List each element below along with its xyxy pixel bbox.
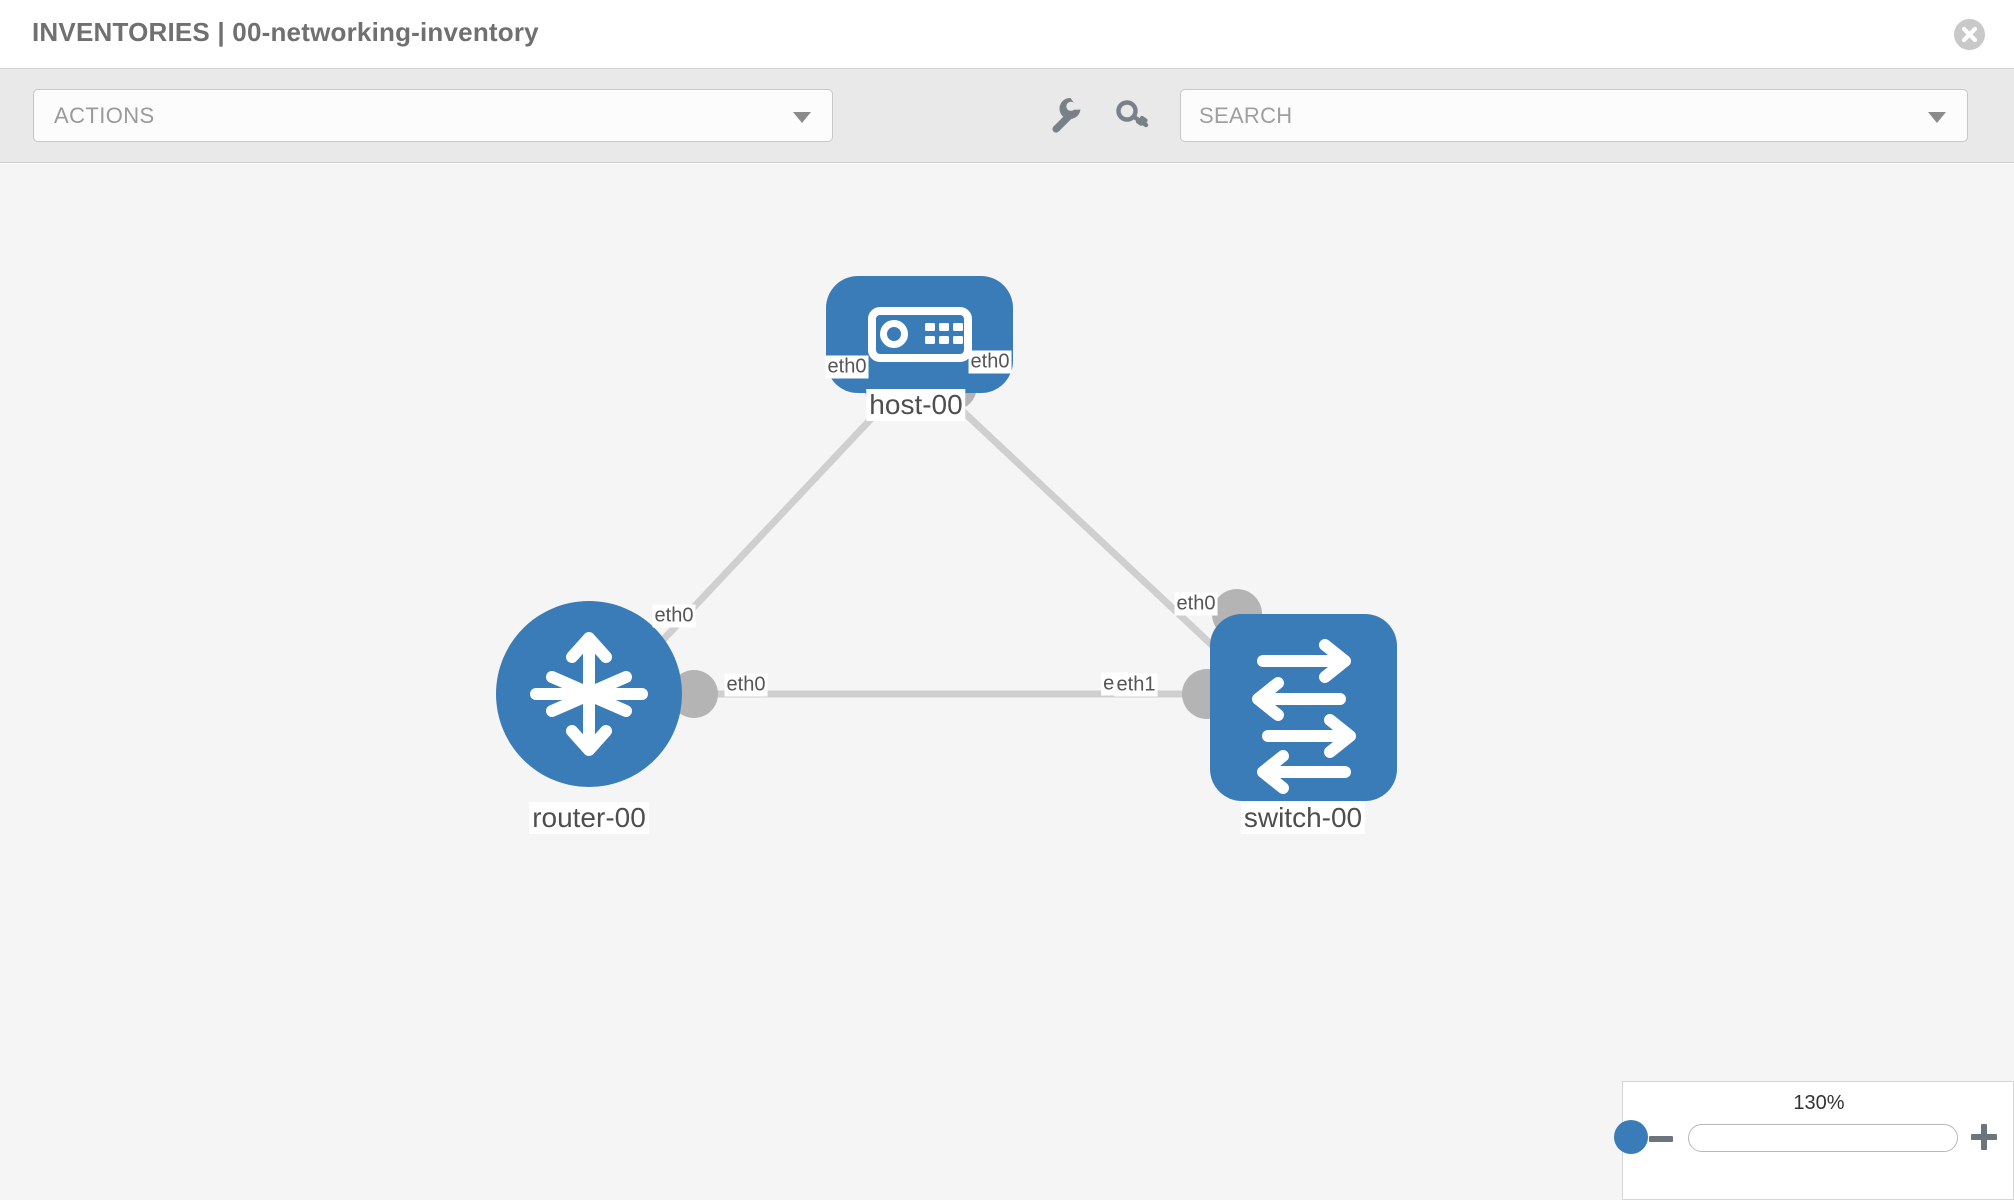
edge-label: eth0 — [825, 355, 869, 379]
node-switch-00 — [1210, 614, 1397, 801]
zoom-slider-thumb[interactable] — [1614, 1120, 1648, 1154]
zoom-slider[interactable] — [1688, 1124, 1958, 1152]
chevron-down-icon[interactable] — [1928, 112, 1946, 123]
close-icon[interactable] — [1954, 19, 1985, 50]
key-icon[interactable] — [1112, 94, 1154, 136]
handle-router-eth0 — [670, 670, 718, 718]
server-icon — [868, 307, 972, 362]
node-label-router-00[interactable]: router-00 — [529, 802, 649, 834]
zoom-level-label: 130% — [1793, 1092, 1845, 1114]
wrench-icon[interactable] — [1044, 94, 1086, 136]
chevron-down-icon — [793, 112, 811, 123]
actions-dropdown-label: ACTIONS — [54, 103, 155, 128]
edge-label: eth0 — [1174, 592, 1218, 616]
zoom-control-panel: 130% — [1622, 1081, 2014, 1200]
topology-canvas[interactable]: host-00 router-00 switch-00 eth0 eth0 et… — [0, 164, 2014, 1200]
topology-graph — [496, 276, 1397, 801]
router-arrows-icon — [530, 632, 648, 756]
search-placeholder: SEARCH — [1199, 103, 1293, 128]
edge-label: eth0 — [652, 604, 696, 628]
header-bar: INVENTORIES | 00-networking-inventory — [0, 0, 2014, 69]
page-title: INVENTORIES | 00-networking-inventory — [32, 17, 539, 47]
zoom-in-button[interactable] — [1971, 1124, 1997, 1150]
edge-label: eth1 — [1114, 673, 1158, 697]
node-label-host-00[interactable]: host-00 — [866, 389, 966, 421]
edge-host-switch — [952, 401, 1235, 667]
toolbar: ACTIONS SEARCH — [0, 69, 2014, 163]
switch-arrows-icon — [1252, 639, 1356, 794]
actions-dropdown[interactable]: ACTIONS — [33, 89, 833, 142]
edge-group — [642, 401, 1235, 698]
edge-label: eth0 — [968, 350, 1012, 374]
edge-label: eth0 — [724, 673, 768, 697]
node-host-00 — [826, 276, 1013, 393]
node-label-switch-00[interactable]: switch-00 — [1240, 802, 1366, 834]
search-input[interactable]: SEARCH — [1180, 89, 1968, 142]
zoom-out-button[interactable] — [1649, 1136, 1673, 1142]
node-router-00 — [496, 601, 682, 787]
